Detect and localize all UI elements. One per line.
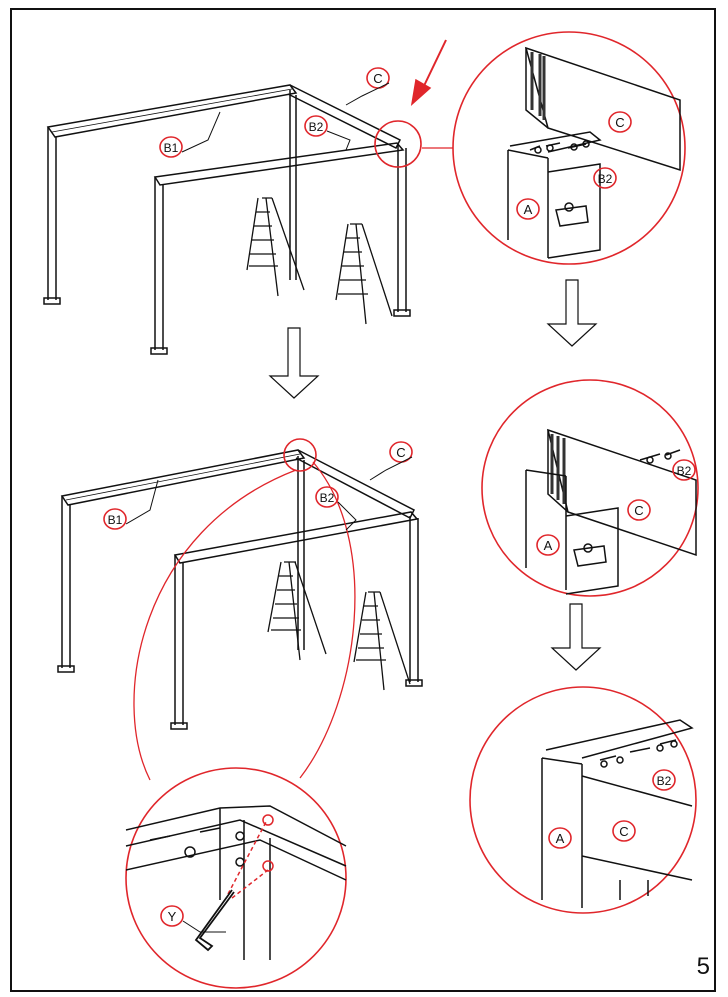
- page-number: 5: [696, 953, 710, 980]
- detail1-label-b2: B2: [598, 172, 613, 186]
- down-arrow-icon: [546, 279, 598, 347]
- detail3-label-a: A: [556, 831, 565, 846]
- ladder-icon: [267, 561, 327, 661]
- detail2-label-b2: B2: [677, 464, 692, 478]
- ladder-icon: [246, 197, 305, 297]
- detail-highlight-circle: [374, 120, 422, 168]
- label-b1-callout: [159, 136, 183, 158]
- detail1-label-c: C: [615, 115, 624, 130]
- detail-highlight-circle-2: [283, 438, 317, 472]
- detail3-label-c: C: [619, 824, 628, 839]
- hex-key-icon: [194, 889, 235, 952]
- label-b1-assembled: B1: [108, 513, 123, 527]
- label-b1: B1: [164, 141, 179, 155]
- detail-circle-2: [481, 379, 699, 597]
- label-b2-assembled: B2: [320, 491, 335, 505]
- detail2-label-c: C: [634, 503, 643, 518]
- ladder-icon: [353, 591, 411, 691]
- detail-circle-1: [422, 31, 686, 265]
- label-c-assembled: C: [396, 445, 405, 460]
- detail-circle-4: [125, 767, 347, 989]
- frame-structure-assembled: [57, 449, 423, 730]
- page-frame: [10, 8, 716, 992]
- detail1-label-a: A: [524, 202, 533, 217]
- down-arrow-icon: [550, 603, 602, 671]
- detail-circle-3: [469, 686, 697, 914]
- detail3-label-b2: B2: [657, 774, 672, 788]
- label-b2: B2: [309, 120, 324, 134]
- down-arrow-icon: [268, 327, 320, 399]
- label-y: Y: [168, 909, 177, 924]
- pointer-arrow-icon: [410, 39, 447, 106]
- ladder-icon: [335, 223, 393, 325]
- detail2-label-a: A: [544, 538, 553, 553]
- frame-structure-top: [43, 84, 411, 355]
- label-c: C: [373, 71, 382, 86]
- label-b2-callout: [304, 115, 328, 137]
